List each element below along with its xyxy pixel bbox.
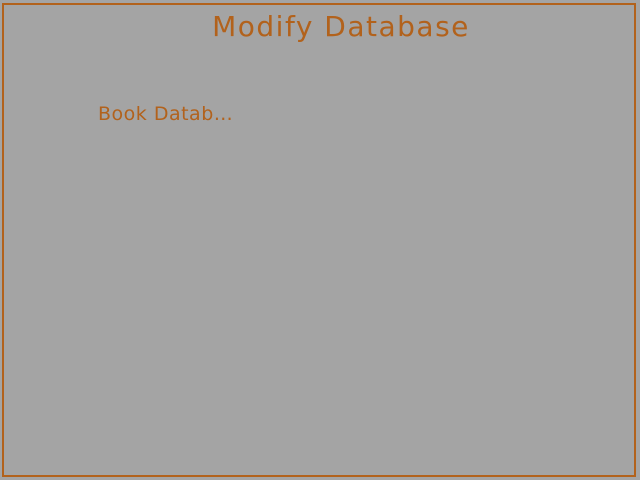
page-title: Modify Database [212, 10, 470, 43]
screen-border [2, 3, 636, 477]
database-item-book[interactable]: Book Datab… [98, 103, 234, 125]
